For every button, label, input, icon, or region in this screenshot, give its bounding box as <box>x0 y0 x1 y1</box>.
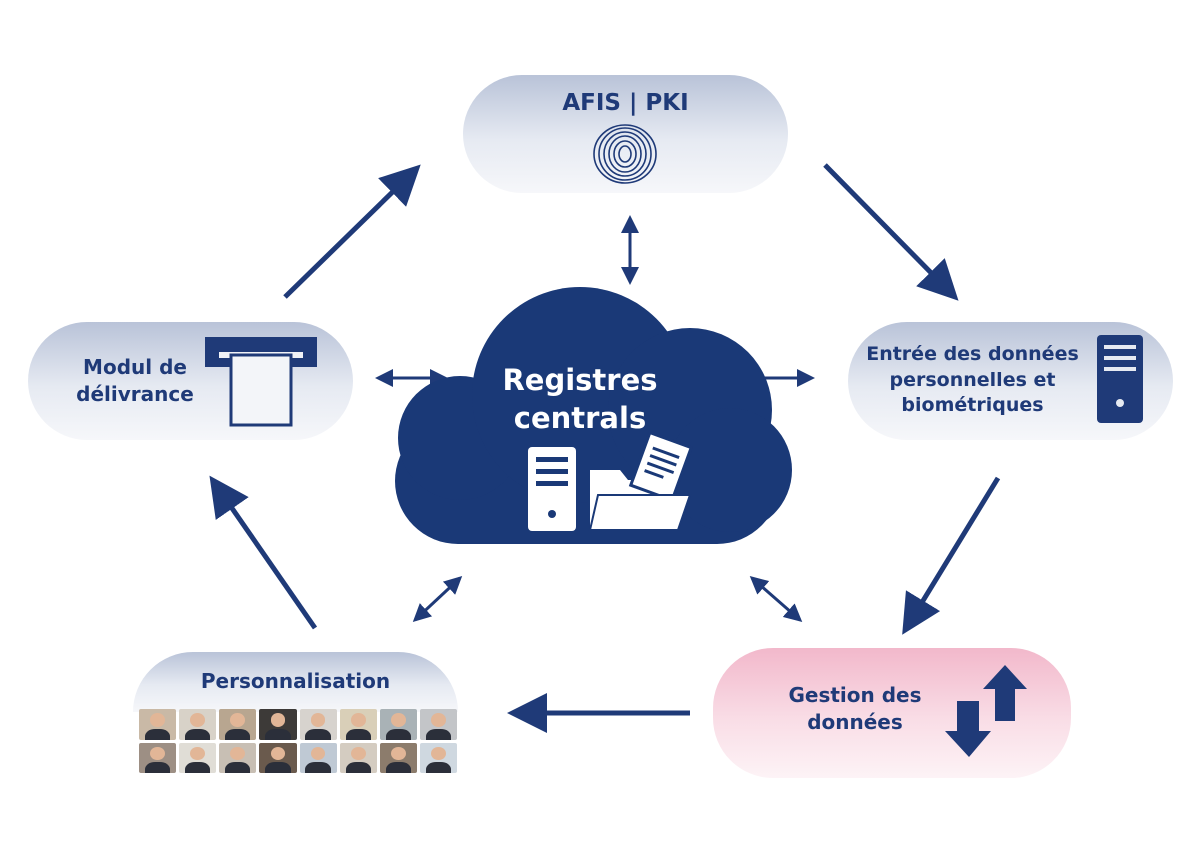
face-photo <box>299 709 337 740</box>
modul-delivrance-label: Modul de délivrance <box>55 354 215 408</box>
entree-label-line1: Entrée des données <box>866 343 1079 365</box>
modul-label-line2: délivrance <box>76 382 194 406</box>
entree-donnees-label: Entrée des données personnelles et biomé… <box>850 342 1095 419</box>
folder-document-icon <box>588 430 694 531</box>
face-photo <box>179 709 217 740</box>
server-icon <box>528 447 576 531</box>
cloud-label-line1: Registres <box>502 363 658 397</box>
entree-label-line3: biométriques <box>901 394 1044 417</box>
double-arrow-personnalisation-cloud <box>412 575 463 623</box>
face-photo <box>179 742 217 773</box>
cloud-label: Registres centrals <box>480 362 680 437</box>
face-photo <box>259 742 297 773</box>
face-photo <box>219 742 257 773</box>
faces-grid <box>139 709 457 773</box>
face-photo <box>379 742 417 773</box>
face-photo <box>379 709 417 740</box>
face-photo <box>419 709 457 740</box>
face-photo <box>339 742 377 773</box>
modul-label-line1: Modul de <box>83 355 187 379</box>
cloud-label-line2: centrals <box>513 400 647 435</box>
arrow-modul-to-afis <box>283 164 421 299</box>
face-photo <box>339 709 377 740</box>
face-photo <box>299 742 337 773</box>
face-photo <box>419 742 457 773</box>
personnalisation-node: Personnalisation <box>133 652 458 773</box>
afis-pki-node <box>463 75 788 193</box>
afis-pki-label: AFIS | PKI <box>562 90 689 116</box>
arrow-entree-to-gestion <box>902 476 1001 635</box>
cloud-registres-centrals <box>395 287 792 544</box>
server-icon <box>1097 335 1143 423</box>
transfer-arrows-icon <box>945 665 1027 757</box>
arrow-personnalisation-to-modul <box>209 475 318 630</box>
face-photo <box>259 709 297 740</box>
gestion-label-line2: données <box>807 710 903 734</box>
arrow-afis-to-entree <box>823 163 959 301</box>
entree-label-line2: personnelles et <box>889 368 1056 391</box>
gestion-donnees-label: Gestion des données <box>770 682 940 736</box>
fingerprint-icon <box>593 124 657 184</box>
gestion-label-line1: Gestion des <box>788 683 922 707</box>
card-dispenser-icon <box>205 337 317 427</box>
face-photo <box>139 742 177 773</box>
face-photo <box>139 709 177 740</box>
personnalisation-label: Personnalisation <box>200 669 391 693</box>
personnalisation-header <box>133 652 458 712</box>
face-photo <box>219 709 257 740</box>
double-arrow-gestion-cloud <box>749 576 803 622</box>
